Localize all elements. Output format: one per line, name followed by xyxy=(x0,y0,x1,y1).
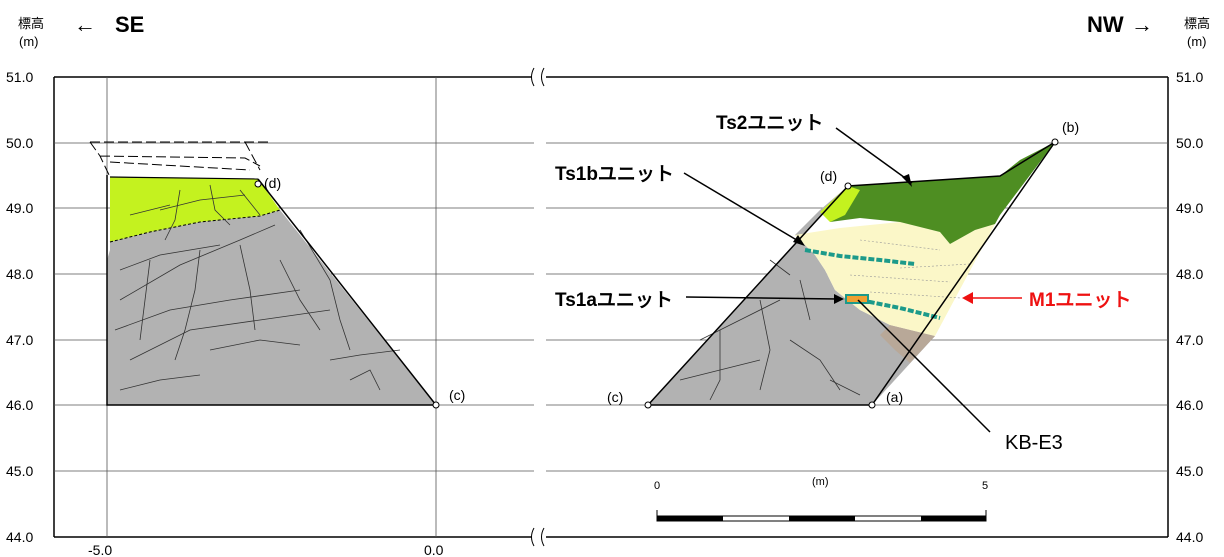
arrow-ts2 xyxy=(835,127,913,184)
arrow-right-icon: → xyxy=(1131,12,1153,37)
plot-frame xyxy=(53,76,1169,538)
label-ts1a-unit: Ts1aユニット xyxy=(555,290,673,311)
y-tick-label: 44.0 xyxy=(6,529,33,545)
axis-break-bottom xyxy=(531,527,546,547)
point-marker xyxy=(1051,138,1059,146)
y-tick-label: 47.0 xyxy=(6,332,33,348)
y-axis-right: 51.0 50.0 49.0 48.0 47.0 46.0 45.0 44.0 xyxy=(1176,69,1203,545)
x-tick-label: 0.0 xyxy=(424,542,444,557)
right-m1-unit xyxy=(795,222,995,336)
y-tick-label: 50.0 xyxy=(6,135,33,151)
y-tick-label: 48.0 xyxy=(1176,266,1203,282)
point-label-c: (c) xyxy=(607,389,623,405)
point-label-b: (b) xyxy=(1062,119,1079,135)
y-tick-label: 51.0 xyxy=(6,69,33,85)
y-tick-label: 45.0 xyxy=(6,463,33,479)
y-tick-label: 51.0 xyxy=(1176,69,1203,85)
scale-start: 0 xyxy=(654,480,660,492)
y-tick-label: 49.0 xyxy=(6,200,33,216)
y-tick-label: 50.0 xyxy=(1176,135,1203,151)
arrowhead-m1 xyxy=(962,292,973,304)
arrow-ts1a xyxy=(685,296,839,300)
label-ts2-unit: Ts2ユニット xyxy=(716,113,823,134)
y-axis-left: 51.0 50.0 49.0 48.0 47.0 46.0 45.0 44.0 xyxy=(6,69,33,545)
right-ts1b-band xyxy=(804,248,916,266)
elevation-label-right: 標高 xyxy=(1184,16,1210,31)
sample-label: KB-E3 xyxy=(1005,432,1063,454)
scale-bar: 0 (m) 5 xyxy=(654,476,988,522)
left-fractures xyxy=(114,184,401,391)
label-ts1b-unit: Ts1bユニット xyxy=(555,164,674,185)
left-bedrock-unit xyxy=(107,210,436,405)
arrowhead-ts1a xyxy=(834,294,844,304)
sample-leader-line xyxy=(857,299,991,433)
scale-unit: (m) xyxy=(812,476,829,488)
point-marker xyxy=(432,401,440,409)
elevation-unit-left: (m) xyxy=(19,34,39,49)
left-section: (d) (c) xyxy=(89,141,465,409)
y-tick-label: 44.0 xyxy=(1176,529,1203,545)
y-tick-label: 47.0 xyxy=(1176,332,1203,348)
point-marker xyxy=(868,401,876,409)
left-top-boundary xyxy=(109,176,259,180)
right-fractures xyxy=(679,259,861,401)
elevation-unit-right: (m) xyxy=(1187,34,1207,49)
arrow-left-icon: ← xyxy=(74,12,96,37)
point-marker xyxy=(844,182,852,190)
y-tick-label: 46.0 xyxy=(1176,397,1203,413)
left-dashed-overhang xyxy=(89,141,270,178)
point-label-c: (c) xyxy=(449,387,465,403)
sample-marker-kb-e3 xyxy=(845,294,869,304)
direction-se: SE xyxy=(115,12,144,37)
left-unit-boundary xyxy=(109,209,281,243)
right-m1-bedding xyxy=(849,239,971,299)
y-tick-label: 46.0 xyxy=(6,397,33,413)
scale-end: 5 xyxy=(982,480,988,492)
x-tick-label: -5.0 xyxy=(88,542,112,557)
point-marker xyxy=(254,180,262,188)
left-ts1-unit xyxy=(110,177,280,242)
arrow-ts1b xyxy=(683,172,801,243)
y-tick-label: 49.0 xyxy=(1176,200,1203,216)
arrowhead-ts1b xyxy=(793,235,805,246)
point-label-a: (a) xyxy=(886,389,903,405)
point-marker xyxy=(644,401,652,409)
label-m1-unit: M1ユニット xyxy=(1029,290,1131,311)
point-label-d: (d) xyxy=(264,175,281,191)
right-ts2-unit xyxy=(830,142,1055,244)
right-section: (c) (a) (d) (b) xyxy=(607,119,1079,409)
arrowhead-ts2 xyxy=(902,174,912,187)
point-label-d: (d) xyxy=(820,168,837,184)
elevation-label-left: 標高 xyxy=(18,16,44,31)
right-section-outline xyxy=(646,141,1056,406)
left-section-outline xyxy=(106,175,438,406)
y-tick-label: 45.0 xyxy=(1176,463,1203,479)
direction-nw: NW xyxy=(1087,12,1124,37)
right-ts1-yellowgreen xyxy=(820,186,860,222)
y-tick-label: 48.0 xyxy=(6,266,33,282)
axis-break-top xyxy=(531,67,546,87)
